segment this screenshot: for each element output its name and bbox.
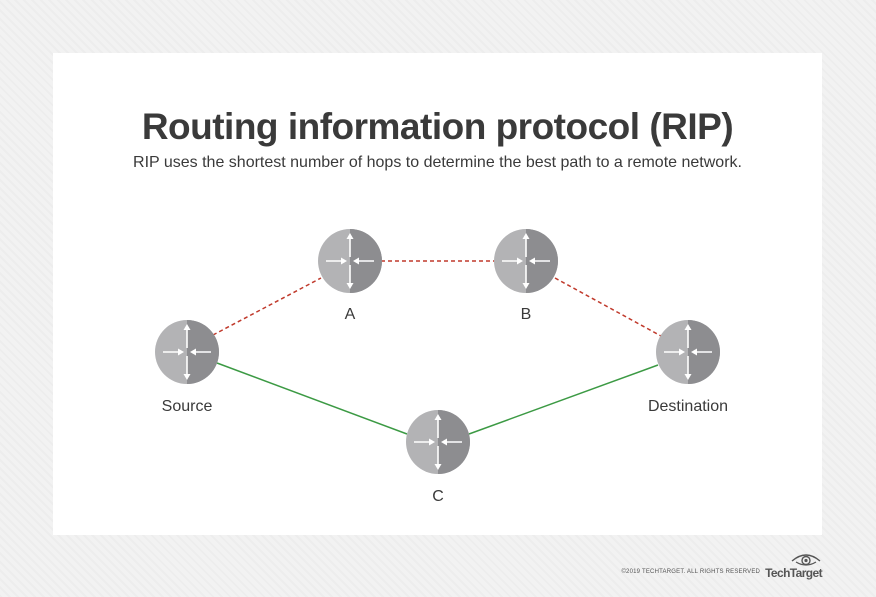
node-label-destination: Destination [648,398,728,415]
router-node-a [318,229,382,293]
page-title: Routing information protocol (RIP) [141,106,734,147]
router-node-destination [656,320,720,384]
eye-icon [791,554,821,566]
edge-source-c [216,362,408,435]
brand-name: TechTarget [765,566,823,580]
edges [212,260,662,435]
node-label-c: C [432,488,444,505]
router-node-source [155,320,219,384]
copyright-notice: ©2019 TECHTARGET. ALL RIGHTS RESERVED [621,569,761,575]
edge-source-a [212,277,322,336]
network-diagram: A B Source Destination C [155,229,728,505]
node-label-b: B [521,306,532,323]
edge-c-destination [468,364,659,435]
router-node-b [494,229,558,293]
brand-logo: TechTarget [765,553,823,580]
diagram-card: Routing information protocol (RIP) RIP u… [53,53,822,535]
router-node-c [406,410,470,474]
node-label-source: Source [162,398,213,415]
node-label-a: A [345,306,356,323]
footer: ©2019 TECHTARGET. ALL RIGHTS RESERVED Te… [621,549,823,580]
edge-b-destination [554,277,662,337]
page-subtitle: RIP uses the shortest number of hops to … [133,154,742,171]
